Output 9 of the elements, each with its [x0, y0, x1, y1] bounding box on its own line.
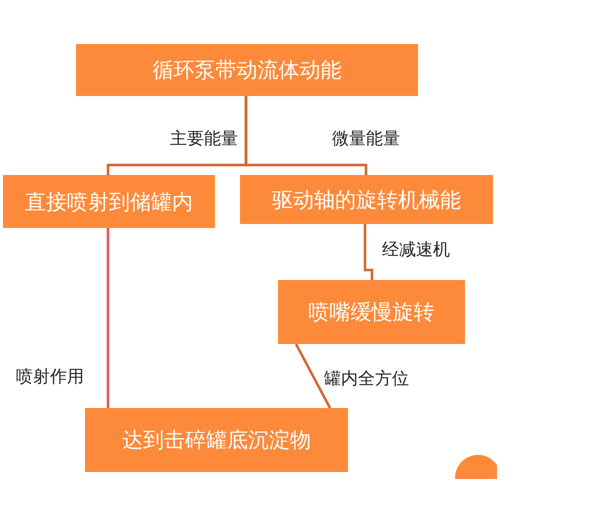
- process-box: 喷嘴缓慢旋转: [278, 280, 465, 344]
- process-box: 循环泵带动流体动能: [76, 44, 418, 96]
- process-box: 直接喷射到储罐内: [3, 175, 215, 228]
- connector-line: [244, 96, 368, 175]
- connector-line: [364, 224, 374, 280]
- connector-line: [294, 343, 332, 409]
- process-box: 驱动轴的旋转机械能: [240, 175, 493, 224]
- connector-line: [106, 228, 110, 408]
- process-box: 达到击碎罐底沉淀物: [85, 408, 348, 472]
